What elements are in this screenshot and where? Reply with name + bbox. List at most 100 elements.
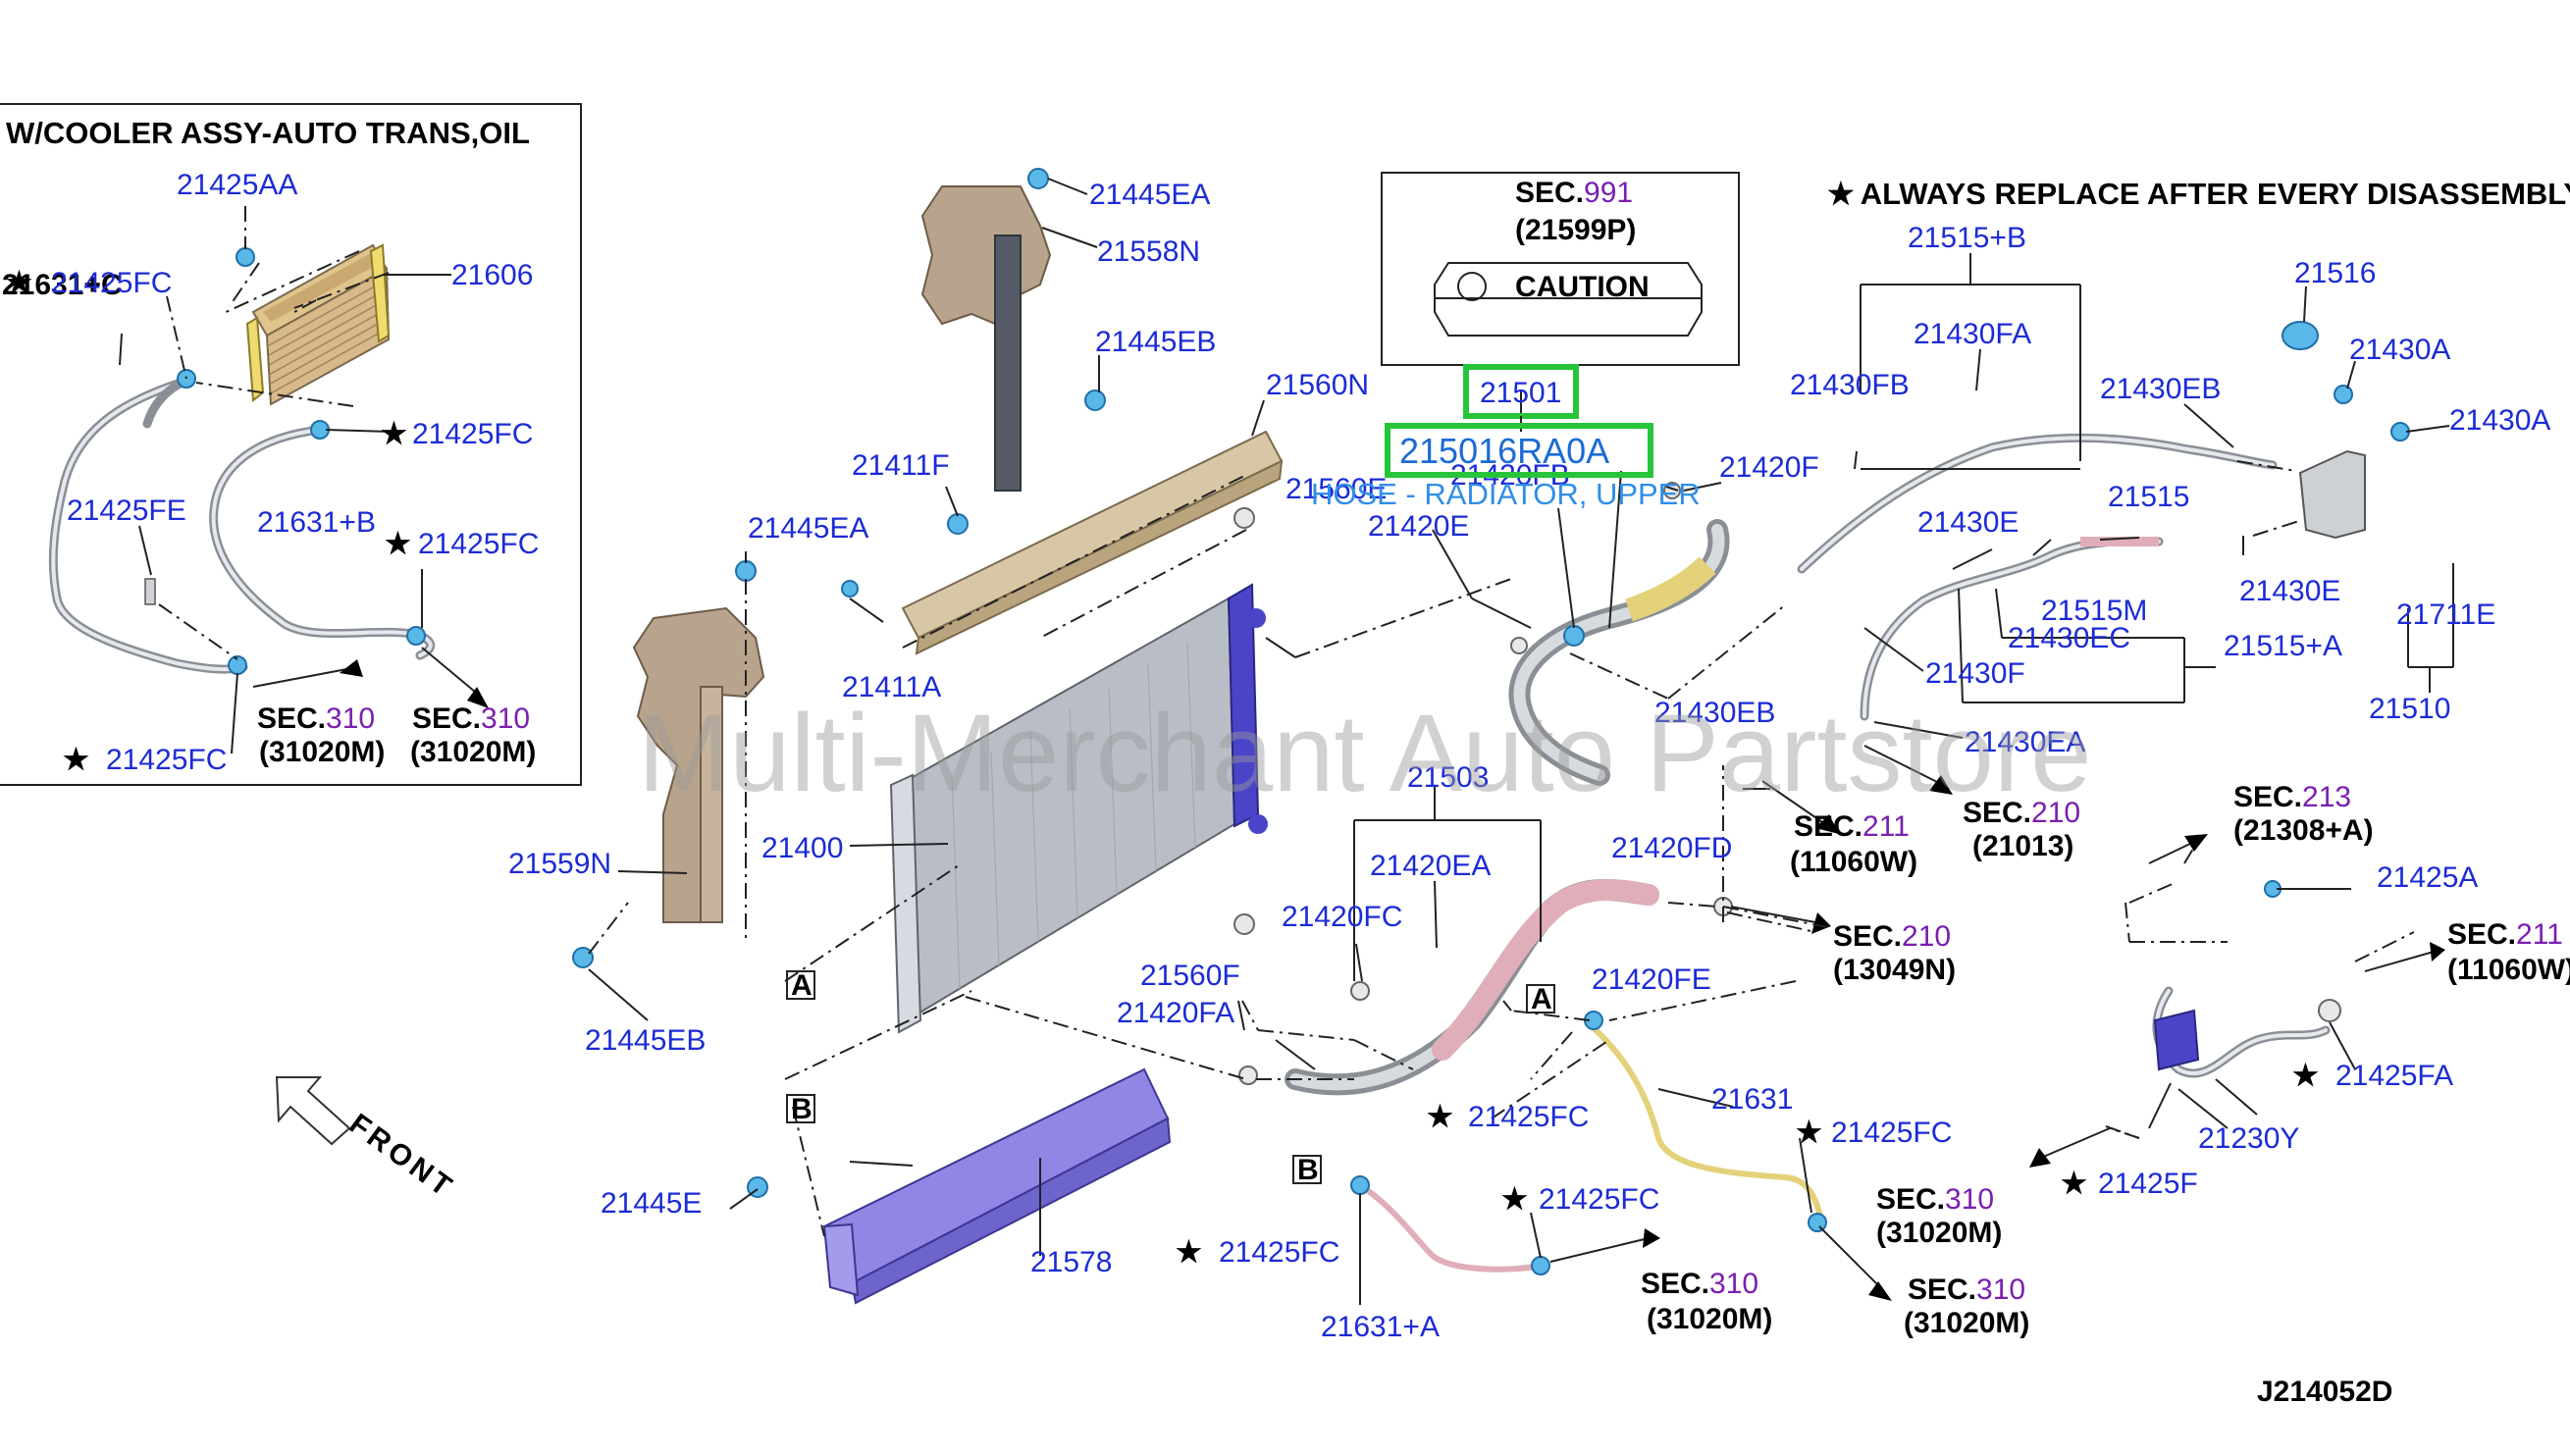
highlight-oem-number-frame bbox=[1385, 423, 1653, 478]
caution-label: CAUTION bbox=[1515, 271, 1650, 303]
label-21631a: 21631+A bbox=[1321, 1311, 1440, 1343]
cooler-lines-main bbox=[1358, 986, 2331, 1273]
label-21560e: 21560E bbox=[1285, 473, 1387, 505]
label-21425fc-c: 21425FC bbox=[418, 528, 539, 560]
diagram-ref: J214052D bbox=[2257, 1376, 2392, 1408]
replace-note: ★ALWAYS REPLACE AFTER EVERY DISASSEMBLY bbox=[1827, 177, 2570, 211]
view-marker-b1-frame bbox=[786, 1094, 815, 1123]
view-marker-b1: B bbox=[791, 1093, 813, 1125]
sec-211-a: SEC.211 bbox=[1794, 810, 1910, 843]
label-21425fc-b: 21425FC bbox=[412, 418, 533, 450]
sec-310-a: SEC.310 bbox=[257, 702, 375, 735]
label-21515: 21515 bbox=[2108, 481, 2189, 513]
label-21420ea: 21420EA bbox=[1370, 850, 1491, 882]
leader-lines bbox=[588, 178, 2454, 1305]
radiator-cap-icon bbox=[1457, 272, 1487, 301]
label-21411a: 21411A bbox=[842, 671, 941, 703]
sec-211-a-code: (11060W) bbox=[1790, 846, 1917, 878]
label-21425fc-d: 21425FC bbox=[106, 744, 227, 776]
label-21425fc-a: 21425FC bbox=[51, 267, 172, 299]
label-21711e: 21711E bbox=[2396, 598, 2495, 631]
label-21420fa: 21420FA bbox=[1117, 997, 1234, 1029]
sec-991-code: (21599P) bbox=[1515, 214, 1636, 246]
caution-box: SEC.991 (21599P) CAUTION bbox=[1381, 172, 1740, 366]
label-21430a-b: 21430A bbox=[2449, 404, 2550, 437]
label-21445eb-bot: 21445EB bbox=[585, 1024, 706, 1057]
sec-211-b: SEC.211 bbox=[2447, 918, 2563, 951]
label-21430a-a: 21430A bbox=[2349, 334, 2450, 366]
sec-210-b: SEC.210 bbox=[1833, 920, 1951, 953]
view-marker-b2: B bbox=[1297, 1154, 1319, 1186]
sec-310-c: SEC.310 bbox=[1876, 1183, 1994, 1216]
label-21425fc-f: 21425FC bbox=[1831, 1117, 1952, 1149]
label-21430eb-b: 21430EB bbox=[2100, 373, 2221, 405]
label-21420f: 21420F bbox=[1719, 451, 1819, 484]
sec-213-code: (21308+A) bbox=[2233, 814, 2374, 847]
label-21510: 21510 bbox=[2369, 693, 2450, 725]
front-arrow-icon bbox=[275, 1076, 351, 1146]
sec-310-b-code: (31020M) bbox=[410, 736, 536, 768]
view-markers: A B A B bbox=[786, 969, 1555, 1186]
star-21425fc-d: ★ bbox=[63, 744, 89, 776]
label-21420e: 21420E bbox=[1368, 510, 1469, 543]
star-21425fc-e: ★ bbox=[1427, 1101, 1453, 1133]
inset-title: W/COOLER ASSY-AUTO TRANS,OIL bbox=[6, 116, 530, 150]
radiator-21400 bbox=[889, 583, 1268, 1034]
upper-air-guide-21558n bbox=[920, 185, 1052, 492]
label-21420fe: 21420FE bbox=[1592, 963, 1711, 996]
sec-310-b: SEC.310 bbox=[412, 702, 530, 735]
section-references: SEC.211 (11060W) SEC.210 (21013) SEC.210… bbox=[1641, 781, 2570, 1339]
sec-310-e: SEC.310 bbox=[1908, 1274, 2025, 1306]
label-21606: 21606 bbox=[451, 259, 533, 291]
clips bbox=[572, 168, 2410, 1275]
front-arrow: FRONT bbox=[275, 1076, 460, 1205]
oil-cooler-inset: W/COOLER ASSY-AUTO TRANS,OIL bbox=[0, 103, 582, 786]
view-marker-a1-frame bbox=[786, 970, 815, 1000]
label-21430e-a: 21430E bbox=[1917, 506, 2019, 539]
lower-air-guide-21559n bbox=[632, 606, 765, 923]
view-marker-a2-frame bbox=[1526, 984, 1555, 1014]
label-21631c: 21631+C bbox=[2, 269, 123, 301]
highlight-oem-number[interactable]: 215016RA0A bbox=[1399, 431, 1609, 471]
sec-991: SEC.991 bbox=[1515, 177, 1633, 209]
label-21558n: 21558N bbox=[1097, 235, 1200, 268]
label-21425fc-e: 21425FC bbox=[1468, 1101, 1589, 1133]
label-21445ea-top: 21445EA bbox=[1089, 179, 1210, 211]
highlight-description: HOSE - RADIATOR, UPPER bbox=[1311, 477, 1701, 511]
label-21560n: 21560N bbox=[1266, 369, 1369, 401]
front-label: FRONT bbox=[343, 1108, 460, 1205]
label-21631b: 21631+B bbox=[257, 506, 376, 539]
label-21425f: 21425F bbox=[2098, 1168, 2198, 1200]
sec-310-d-code: (31020M) bbox=[1647, 1303, 1772, 1335]
label-21420fd: 21420FD bbox=[1611, 832, 1732, 864]
star-21425fc-h: ★ bbox=[1176, 1236, 1202, 1269]
sec-210-b-code: (13049N) bbox=[1833, 954, 1956, 986]
view-marker-a1: A bbox=[791, 969, 813, 1002]
highlighted-part[interactable]: 21501 215016RA0A HOSE - RADIATOR, UPPER bbox=[1311, 364, 1701, 511]
lower-cover-21578 bbox=[822, 1067, 1172, 1305]
label-21515m: 21515M bbox=[2041, 595, 2147, 627]
label-21559n: 21559N bbox=[508, 848, 611, 880]
label-21425fe: 21425FE bbox=[67, 494, 186, 527]
label-21430ec: 21430EC bbox=[2008, 622, 2130, 654]
sec-310-c-code: (31020M) bbox=[1876, 1217, 2002, 1249]
label-21425fc-h: 21425FC bbox=[1219, 1236, 1339, 1269]
label-21503: 21503 bbox=[1407, 761, 1489, 794]
inset-frame bbox=[0, 103, 582, 786]
label-21425fc-g: 21425FC bbox=[1539, 1183, 1659, 1216]
label-21425a: 21425A bbox=[2377, 861, 2478, 894]
sec-310-d: SEC.310 bbox=[1641, 1268, 1758, 1300]
reservoir-hoses bbox=[1797, 433, 2278, 721]
lower-radiator-hose-21503 bbox=[1285, 879, 1659, 1096]
label-21430eb-a: 21430EB bbox=[1654, 697, 1775, 729]
label-21515a: 21515+A bbox=[2224, 630, 2342, 662]
star-21425fc-f: ★ bbox=[1796, 1117, 1822, 1149]
highlight-part-number[interactable]: 21501 bbox=[1480, 377, 1561, 409]
upper-radiator-hose-21501 bbox=[1508, 519, 1730, 786]
label-21430fb: 21430FB bbox=[1790, 369, 1910, 401]
label-21420fc: 21420FC bbox=[1282, 901, 1402, 933]
reservoir-tank-21510 bbox=[2282, 321, 2366, 540]
sec-310-a-code: (31020M) bbox=[259, 736, 385, 768]
inset-leaders bbox=[119, 206, 489, 754]
